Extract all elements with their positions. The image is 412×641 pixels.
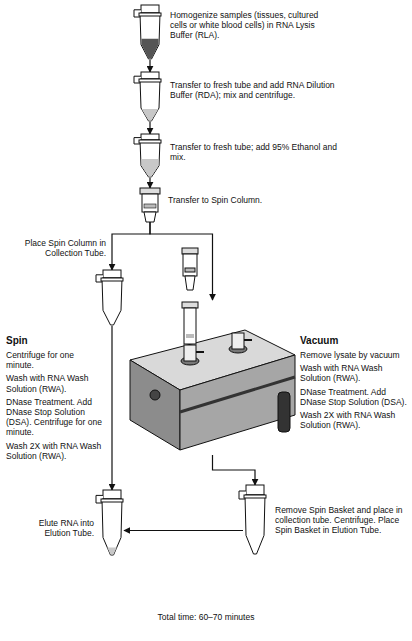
tube-body [102,278,122,325]
valve-lever [244,339,252,341]
spin-column: Transfer to Spin Column. [140,188,160,222]
step-text: Transfer to Spin Column. [168,195,308,205]
text-block: Homogenize samples (tissues, cultured ce… [170,10,330,44]
tube-liquid [142,159,159,177]
tube-rim [139,13,161,16]
tube-rim [139,79,161,82]
column-body [142,194,158,212]
tube-liquid [107,547,116,554]
text-block: Transfer to fresh tube and add RNA Dilut… [170,80,340,103]
port-valve [184,345,196,361]
step-text: Homogenize samples (tissues, cultured ce… [170,10,330,41]
flow-arrow [149,178,150,188]
tube-node: Transfer to fresh tube and add RNA Dilut… [138,72,162,122]
step-text: Remove Spin Basket and place in collecti… [275,505,407,536]
tube-cap [246,485,264,495]
node-shape [100,490,124,556]
flow-arrow [149,122,150,134]
flow-arrow [111,326,112,490]
node-shape [130,300,295,455]
flow-arrow [124,530,243,531]
tube-liquid [142,109,159,120]
node-shape [140,188,160,222]
flow-arrow [213,455,256,485]
step-text: Elute RNA into Elution Tube. [30,518,94,538]
tube-cap [141,134,159,140]
text-block: VacuumRemove lysate by vacuumWash with R… [300,335,408,433]
node-shape [138,72,162,122]
seated-column [184,308,196,344]
node-shape [100,270,124,326]
step-text: Wash with RNA Wash Solution (RWA). [300,363,408,383]
tube-rim [101,278,123,281]
tube-rim [101,499,123,502]
caption: Total time: 60–70 minutes [0,612,412,622]
node-shape [138,5,162,60]
tube-cap [103,490,121,499]
tube-node: SpinCentrifuge for one minute.Wash with … [100,270,124,326]
step-text: Wash with RNA Wash Solution (RWA). [6,373,104,393]
flow-arrow [149,60,150,72]
text-block: Transfer to fresh tube; add 95% Ethanol … [170,142,340,165]
text-block: Transfer to Spin Column. [168,195,308,208]
step-text: Wash 2X with RNA Wash Solution (RWA). [6,441,104,461]
step-text: Transfer to fresh tube; add 95% Ethanol … [170,142,340,162]
column-tip [144,212,156,222]
step-text: Transfer to fresh tube and add RNA Dilut… [170,80,340,100]
tube-rim [244,495,266,498]
section-heading: Spin [6,335,104,347]
manifold-side [130,360,180,450]
flow-arrow [150,222,213,300]
tube-body [140,13,160,59]
node-shape [243,485,267,555]
section-heading: Vacuum [300,335,408,347]
step-text: DNase Treatment. Add DNase Stop Solution… [300,387,408,407]
tube-node: Transfer to fresh tube; add 95% Ethanol … [138,134,162,178]
edge-label: Place Spin Column in Collection Tube. [16,238,106,258]
flow-arrow [112,222,150,270]
vacuum-manifold: VacuumRemove lysate by vacuumWash with R… [130,300,295,455]
tube-rim [139,140,161,143]
step-text: Centrifuge for one minute. [6,350,104,370]
node-shape [138,134,162,178]
vacuum-outlet [278,392,290,432]
text-block: Elute RNA into Elution Tube. [30,518,94,541]
vacuum-knob [150,390,160,400]
tube-body [140,79,160,121]
manifold-front [180,355,295,450]
tube-node: Remove Spin Basket and place in collecti… [243,485,267,555]
tube-liquid [142,39,159,59]
column-rim [140,188,160,194]
port-valve [232,333,244,349]
tube-body [245,495,265,554]
text-block: Remove Spin Basket and place in collecti… [275,505,407,539]
tube-node: Homogenize samples (tissues, cultured ce… [138,5,162,60]
tube-body [102,499,122,555]
tube-cap [141,5,159,13]
tube-node: Elute RNA into Elution Tube. [100,490,124,556]
loose-spin-column [182,248,198,290]
tube-body [140,140,160,177]
seated-column-rim [182,302,198,308]
tube-cap [103,270,121,278]
text-block: SpinCentrifuge for one minute. Wash with … [6,335,104,464]
valve-lever [196,351,204,353]
step-text: Wash 2X with RNA Wash Solution (RWA). [300,410,408,430]
tube-cap [141,72,159,79]
seated-membrane [186,334,194,338]
step-text: DNase Treatment. Add DNase Stop Solution… [6,397,104,438]
column-membrane [144,204,156,208]
step-text: Remove lysate by vacuum [300,350,408,360]
